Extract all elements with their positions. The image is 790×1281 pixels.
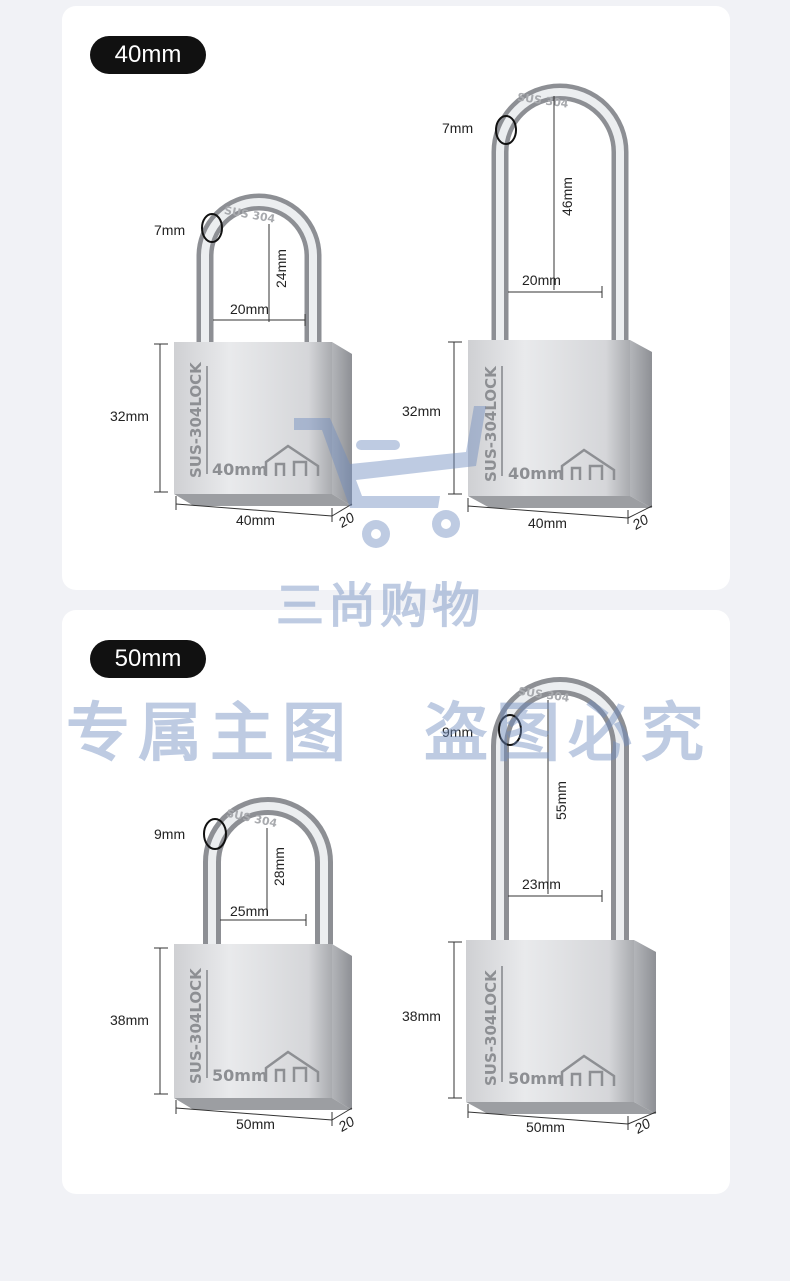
size-badge: 40mm xyxy=(90,36,206,74)
size-mark: 50mm xyxy=(508,1069,564,1088)
house-logo-icon xyxy=(560,448,616,480)
shackle-height-label: 46mm xyxy=(559,177,575,216)
body-depth-label: 20 xyxy=(335,509,358,531)
body-engraving: SUS-304LOCK xyxy=(187,967,205,1084)
thickness-ring xyxy=(201,213,223,243)
padlock-illustrations-40mm: SUS 304 7mm 24mm 20mm SUS-304LOCK 40mm xyxy=(110,83,653,533)
shackle-thickness-label: 9mm xyxy=(154,826,185,842)
size-badge: 50mm xyxy=(90,640,206,678)
body-height-label: 32mm xyxy=(402,403,441,419)
padlock-illustrations-50mm: SUS 304 9mm 28mm 25mm SUS-304LOCK 50mm xyxy=(110,677,657,1137)
shackle-height-label: 55mm xyxy=(553,781,569,820)
shackle-width-label: 23mm xyxy=(522,876,561,892)
shackle-thickness-label: 9mm xyxy=(442,724,473,740)
house-logo-icon xyxy=(264,444,320,476)
shackle-width-label: 20mm xyxy=(522,272,561,288)
thickness-ring xyxy=(203,818,227,850)
shackle-height-label: 24mm xyxy=(273,249,289,288)
body-height-label: 32mm xyxy=(110,408,149,424)
shackle-width-label: 25mm xyxy=(230,903,269,919)
product-card-50mm: 50mm SUS 304 9mm 28mm 25mm SUS-304LOCK 5… xyxy=(62,610,730,1194)
shackle-thickness-label: 7mm xyxy=(154,222,185,238)
house-logo-icon xyxy=(264,1050,320,1082)
shackle xyxy=(491,83,629,344)
body-width-label: 50mm xyxy=(526,1119,565,1135)
body-engraving: SUS-304LOCK xyxy=(482,969,500,1086)
body-depth-label: 20 xyxy=(629,511,652,533)
house-logo-icon xyxy=(560,1054,616,1086)
size-mark: 50mm xyxy=(212,1066,268,1085)
body-height-label: 38mm xyxy=(110,1012,149,1028)
body-height-label: 38mm xyxy=(402,1008,441,1024)
body-width-label: 40mm xyxy=(528,515,567,531)
shackle-height-label: 28mm xyxy=(271,847,287,886)
product-card-40mm: 40mm xyxy=(62,6,730,590)
thickness-ring xyxy=(498,714,522,746)
short-padlock-50mm: SUS 304 9mm 28mm 25mm SUS-304LOCK 50mm xyxy=(110,797,358,1135)
body-width-label: 40mm xyxy=(236,512,275,528)
lock-body xyxy=(466,940,634,1102)
size-mark: 40mm xyxy=(212,460,268,479)
shackle-thickness-label: 7mm xyxy=(442,120,473,136)
body-engraving: SUS-304LOCK xyxy=(187,361,205,478)
long-padlock-40mm: SUS 304 7mm 46mm 20mm SUS-304LOCK 40mm xyxy=(402,83,653,533)
shackle-width-label: 20mm xyxy=(230,301,269,317)
body-depth-label: 20 xyxy=(335,1113,358,1135)
size-mark: 40mm xyxy=(508,464,564,483)
body-width-label: 50mm xyxy=(236,1116,275,1132)
body-engraving: SUS-304LOCK xyxy=(482,365,500,482)
long-padlock-50mm: SUS 304 9mm 55mm 23mm SUS-304LOCK 50mm xyxy=(402,677,657,1137)
body-depth-label: 20 xyxy=(631,1115,654,1137)
short-padlock-40mm: SUS 304 7mm 24mm 20mm SUS-304LOCK 40mm xyxy=(110,193,358,531)
thickness-ring xyxy=(495,115,517,145)
